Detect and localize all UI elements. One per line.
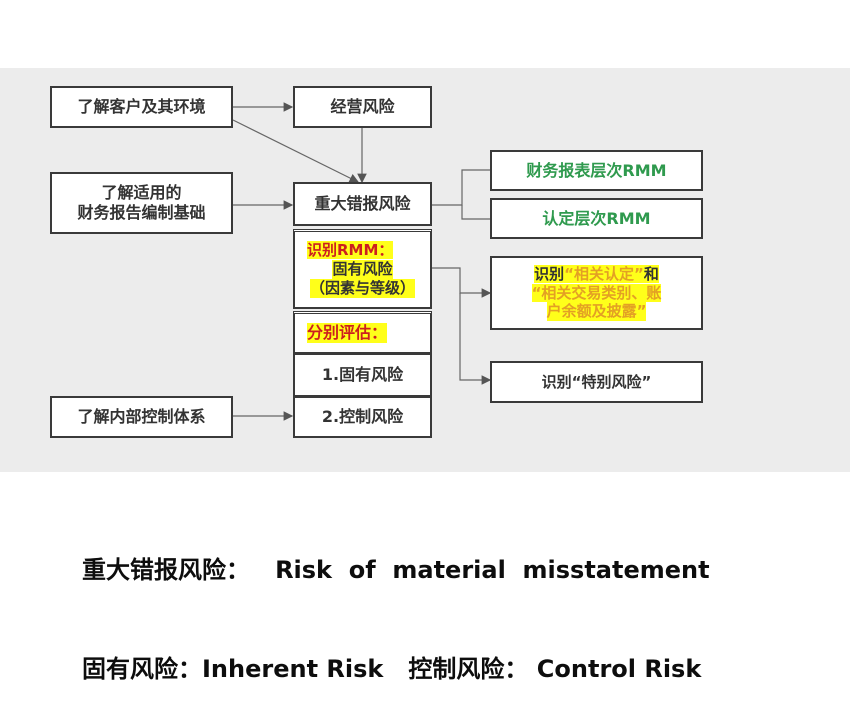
caption-line1: 重大错报风险： Risk of material misstatement [82, 556, 710, 584]
identify-rmm-box: 识别RMM： 固有风险 （因素与等级） [293, 229, 432, 309]
understand-client-box: 了解客户及其环境 [50, 86, 233, 128]
understand-ic-label: 了解内部控制体系 [77, 407, 206, 426]
assess-separately-label: 分别评估： [307, 323, 388, 343]
understand-framework-box: 了解适用的 财务报告编制基础 [50, 172, 233, 234]
identify-relevant-line3: 户余额及披露” [546, 302, 647, 322]
identify-relevant-line2: “相关交易类别、账 [531, 283, 662, 303]
arrow-identify-to-significant [459, 293, 492, 385]
item-control-label: 2.控制风险 [321, 407, 404, 426]
rmm-box: 重大错报风险 [293, 182, 432, 226]
assertion-level-rmm-box: 认定层次RMM [490, 198, 703, 239]
identify-relevant-box: 识别“相关认定”和 “相关交易类别、账 户余额及披露” [490, 256, 703, 330]
identify-significant-box: 识别“特别风险” [490, 361, 703, 403]
assess-separately-box: 分别评估： [293, 311, 432, 354]
bracket-rmm-to-levels [431, 169, 490, 206]
identify-rmm-label: 识别RMM： [307, 241, 394, 260]
rmm-label: 重大错报风险 [314, 194, 411, 213]
identify-relevant-line1: 识别“相关认定”和 [534, 264, 659, 283]
caption-line2: 固有风险：Inherent Risk 控制风险： Control Risk [82, 655, 702, 683]
caption: 重大错报风险： Risk of material misstatement 固有… [82, 488, 782, 719]
item-inherent-label: 1.固有风险 [321, 365, 404, 384]
arrow-client-to-rmm [232, 119, 360, 183]
understand-ic-box: 了解内部控制体系 [50, 396, 233, 438]
identify-rmm-heading: 识别RMM： [295, 241, 394, 260]
understand-framework-line1: 了解适用的 [101, 183, 182, 202]
item-inherent-box: 1.固有风险 [293, 353, 432, 397]
connector-lines [232, 102, 492, 421]
bracket-rmm-to-levels-lower [461, 205, 490, 220]
arrow-identify-to-relevant [431, 267, 492, 298]
business-risk-box: 经营风险 [293, 86, 432, 128]
business-risk-label: 经营风险 [330, 97, 395, 116]
item-control-box: 2.控制风险 [293, 396, 432, 438]
assertion-level-rmm-label: 认定层次RMM [542, 208, 651, 228]
fs-level-rmm-box: 财务报表层次RMM [490, 150, 703, 191]
fs-level-rmm-label: 财务报表层次RMM [526, 160, 667, 180]
factors-levels-label: （因素与等级） [309, 278, 415, 298]
inherent-risk-label: 固有风险 [332, 260, 393, 279]
understand-client-label: 了解客户及其环境 [77, 97, 206, 116]
understand-framework-line2: 财务报告编制基础 [77, 203, 206, 222]
identify-significant-label: 识别“特别风险” [541, 372, 652, 391]
